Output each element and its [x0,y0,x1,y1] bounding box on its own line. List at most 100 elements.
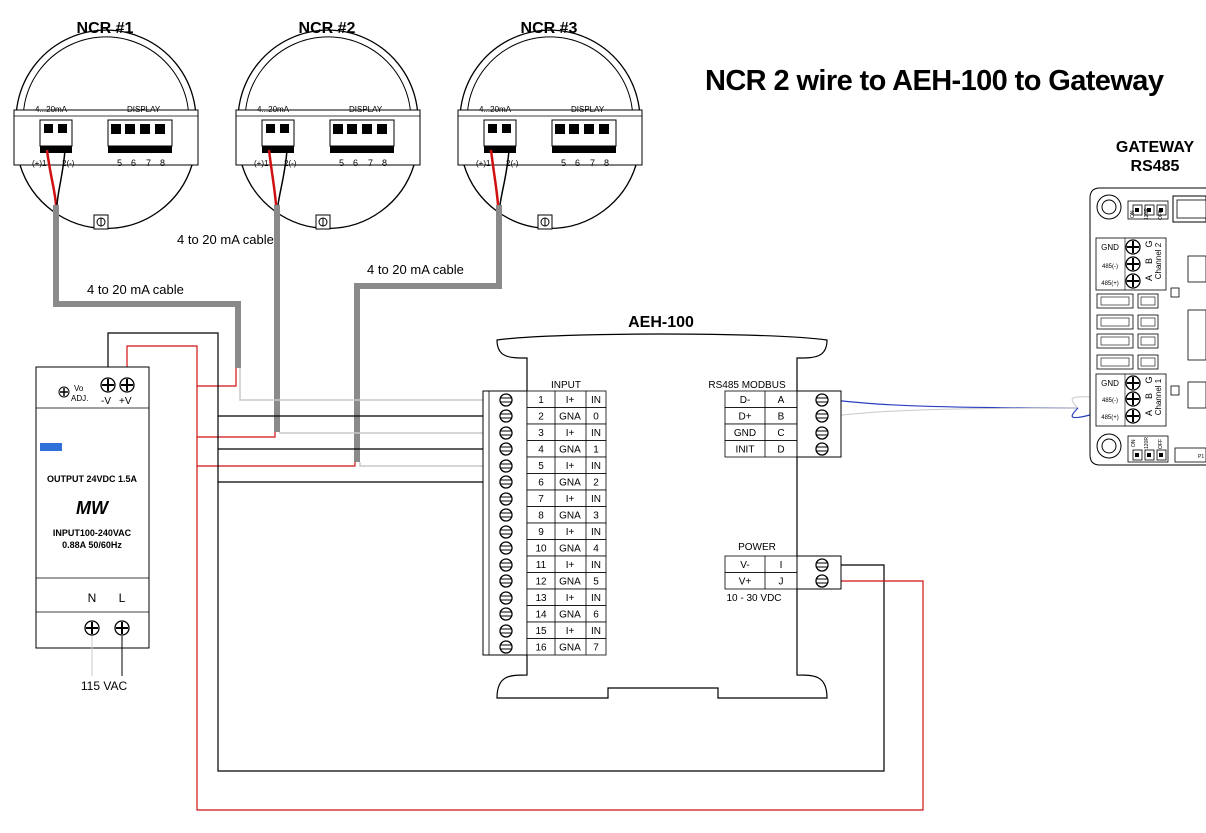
svg-text:A: A [1144,410,1154,416]
input-cell: 4 [538,445,544,456]
svg-text:(+)1: (+)1 [254,159,269,168]
input-cell: I+ [566,395,575,406]
input-cell: 5 [538,461,544,472]
svg-text:DISPLAY: DISPLAY [349,105,383,114]
input-row: 3 I+ IN [526,423,607,441]
gateway: GATEWAY RS485 ON 120R OFF GND 485(-) 485… [1089,139,1206,466]
svg-text:Vo: Vo [74,384,84,393]
power-supply: Vo ADJ. -V +V OUTPUT 24VDC 1.5A MW INPUT… [35,366,150,693]
supply-voltage-label: 115 VAC [81,679,128,693]
power-table: V-IV+J [724,555,798,590]
terminal-l-icon [114,620,130,636]
terminal-neg-icon [100,377,116,393]
svg-text:+V: +V [119,396,132,407]
svg-text:5: 5 [561,158,566,168]
input-cell: 2 [593,478,599,489]
svg-text:(+)1: (+)1 [476,159,491,168]
power-signal: V- [740,560,749,571]
input-row: 16 GNA 7 [526,638,607,656]
svg-text:8: 8 [382,158,387,168]
svg-text:N: N [88,591,97,605]
module-title: AEH-100 [628,314,694,331]
svg-text:OFF: OFF [1158,439,1164,449]
rs485-pin: C [777,428,784,439]
svg-text:MW: MW [76,498,110,518]
svg-text:8: 8 [160,158,165,168]
input-cell: 13 [535,593,547,604]
svg-text:485(+): 485(+) [1101,281,1119,287]
rs485-signal: GND [734,428,756,439]
cable-2: 4 to 20 mA cable [177,205,280,432]
svg-text:INPUT: INPUT [551,380,581,391]
svg-text:5: 5 [117,158,122,168]
input-cell: IN [591,593,601,604]
cable-label-1: 4 to 20 mA cable [87,282,184,297]
input-cell: 16 [535,643,547,654]
svg-text:L: L [119,591,126,605]
input-cell: 10 [535,544,547,555]
mount-hole-icon [1096,194,1122,220]
cable-label-3: 4 to 20 mA cable [367,262,464,277]
input-cell: 7 [538,494,544,505]
input-cell: GNA [559,412,581,423]
input-cell: GNA [559,544,581,555]
input-cell: 15 [535,626,547,637]
input-cell: 7 [593,643,599,654]
svg-text:B: B [1144,393,1154,399]
ncr-sensor-2: NCR #2 4...20mA DISPLAY (+)1 2(-) 5 6 7 … [235,20,421,230]
svg-text:2(-): 2(-) [62,159,75,168]
mount-hole-icon [1096,433,1122,459]
svg-text:G: G [1144,376,1154,383]
svg-text:P1: P1 [1198,454,1204,460]
input-cell: IN [591,560,601,571]
input-cell: I+ [566,626,575,637]
svg-text:GND: GND [1101,243,1119,252]
svg-text:INPUT100-240VAC: INPUT100-240VAC [53,528,132,538]
input-cell: I+ [566,461,575,472]
svg-text:2(-): 2(-) [506,159,519,168]
svg-text:10 - 30 VDC: 10 - 30 VDC [726,593,781,604]
input-cell: 6 [593,610,599,621]
svg-text:485(-): 485(-) [1102,264,1118,270]
diagram-title: NCR 2 wire to AEH-100 to Gateway [705,65,1164,97]
power-row: V-I [724,555,798,573]
input-cell: 3 [538,428,544,439]
input-cell: 3 [593,511,599,522]
adjust-screw-icon [58,386,70,398]
input-cell: GNA [559,478,581,489]
svg-text:DISPLAY: DISPLAY [127,105,161,114]
input-cell: IN [591,428,601,439]
rs485-signal: D+ [738,412,751,423]
svg-text:(+)1: (+)1 [32,159,47,168]
input-cell: 1 [593,445,599,456]
cable-3: 4 to 20 mA cable [354,205,502,462]
terminal-n-icon [84,620,100,636]
sensor-label: NCR #2 [299,20,356,37]
svg-text:7: 7 [146,158,151,168]
svg-text:8: 8 [604,158,609,168]
input-cell: IN [591,461,601,472]
svg-text:4...20mA: 4...20mA [479,105,512,114]
svg-text:7: 7 [368,158,373,168]
svg-text:RS485 MODBUS: RS485 MODBUS [708,380,786,391]
input-cell: I+ [566,428,575,439]
svg-text:Channel 1: Channel 1 [1154,378,1163,415]
input-cell: GNA [559,511,581,522]
input-cell: GNA [559,577,581,588]
svg-text:Channel 2: Channel 2 [1154,242,1163,279]
input-row: 5 I+ IN [526,456,607,474]
input-cell: GNA [559,643,581,654]
input-cell: IN [591,395,601,406]
svg-text:5: 5 [339,158,344,168]
input-cell: 2 [538,412,544,423]
svg-text:GND: GND [1101,379,1119,388]
input-cell: 9 [538,527,544,538]
svg-text:GATEWAY: GATEWAY [1116,139,1195,156]
